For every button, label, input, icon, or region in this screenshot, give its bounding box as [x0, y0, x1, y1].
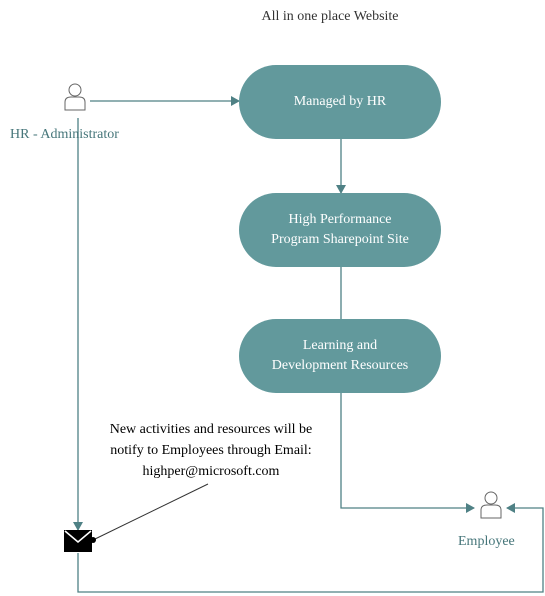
employee-person-icon — [480, 491, 502, 519]
note-line: notify to Employees through Email: — [110, 443, 312, 458]
hr-admin-person-icon — [64, 83, 86, 111]
connector-email-to-employee — [77, 503, 544, 593]
node-label-line: Development Resources — [271, 358, 409, 373]
node-label-line: High Performance — [288, 212, 392, 227]
note-callout-line — [92, 483, 209, 541]
envelope-icon — [64, 530, 92, 552]
node-label-line: Learning and — [302, 338, 378, 353]
node-sharepoint-site[interactable]: High Performance Program Sharepoint Site — [239, 193, 441, 267]
connector-learning-to-employee — [340, 393, 475, 513]
node-label-line: Managed by HR — [293, 94, 387, 109]
hr-admin-label: HR - Administrator — [10, 127, 119, 142]
note-line: New activities and resources will be — [109, 422, 313, 437]
node-managed-by-hr[interactable]: Managed by HR — [239, 65, 441, 139]
employee-label: Employee — [458, 534, 515, 549]
email-notification-note: New activities and resources will be not… — [80, 419, 342, 482]
node-learning-resources[interactable]: Learning and Development Resources — [239, 319, 441, 393]
diagram-title: All in one place Website — [261, 9, 399, 24]
node-label-line: Program Sharepoint Site — [271, 232, 409, 247]
note-line: highper@microsoft.com — [142, 464, 280, 479]
